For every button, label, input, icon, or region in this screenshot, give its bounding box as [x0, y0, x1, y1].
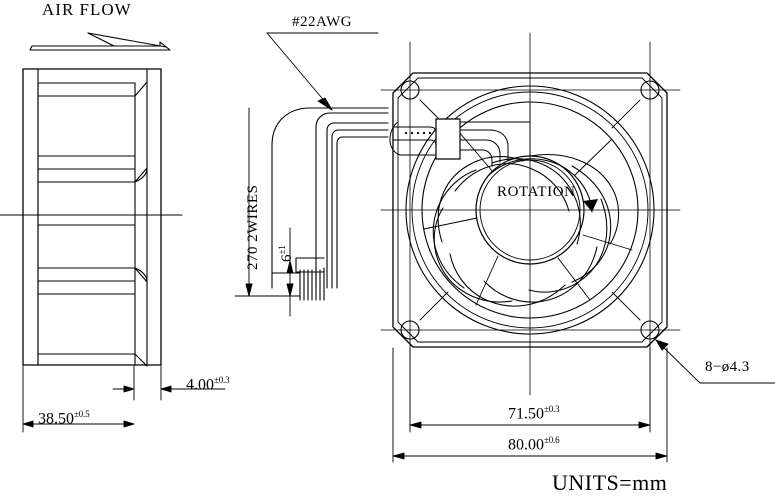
- tolerance-overall-width: ±0.5: [74, 409, 90, 419]
- dimension-frame-size: 80.00±0.6: [508, 435, 560, 454]
- dimension-overall-width: 38.50±0.5: [38, 409, 90, 428]
- dimension-hole-pitch: 71.50±0.3: [508, 404, 560, 423]
- strip-length-dimension: [271, 227, 301, 317]
- wire-gauge-leader: [266, 32, 379, 111]
- fan-bore: [405, 85, 655, 335]
- tolerance-flange-thickness: ±0.3: [214, 375, 230, 385]
- front-view-dimension-lines: [392, 347, 668, 463]
- tolerance-frame-size: ±0.6: [544, 435, 560, 445]
- dimension-flange-thickness: 4.00±0.3: [186, 375, 230, 394]
- tolerance-hole-pitch: ±0.3: [544, 404, 560, 414]
- strip-length-label: 6±1: [277, 245, 295, 262]
- side-view-dimension-lines: [22, 365, 226, 433]
- rotation-arrow: [487, 158, 598, 213]
- rotation-label: ROTATION: [497, 184, 576, 200]
- hole-callout-label: 8−ø4.3: [705, 359, 750, 375]
- air-flow-label: AIR FLOW: [42, 0, 132, 19]
- hole-callout-leader: [655, 339, 775, 384]
- wire-routing-detail: [271, 107, 389, 301]
- fan-blades: [432, 154, 620, 307]
- wire-gauge-label: #22AWG: [292, 14, 353, 30]
- fan-connector: [389, 118, 531, 167]
- wire-length-dimension: [234, 107, 301, 297]
- air-flow-arrow: [29, 32, 171, 51]
- strip-length-tolerance: ±1: [277, 245, 287, 255]
- fan-front-view: [380, 32, 681, 396]
- side-section-view: [22, 68, 162, 367]
- units-note: UNITS=mm: [552, 470, 668, 495]
- wire-length-label: 270 2WIRES: [245, 184, 261, 270]
